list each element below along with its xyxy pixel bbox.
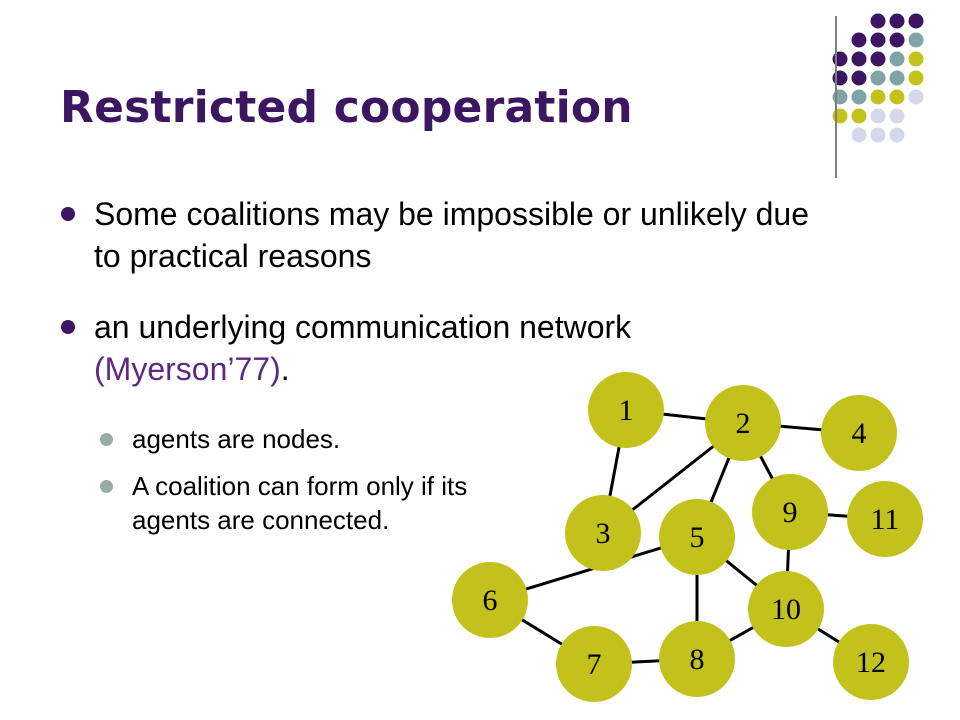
bullet-text: Some coalitions may be impossible or unl… <box>94 196 810 274</box>
node-circle <box>748 571 824 647</box>
node-circle <box>588 372 664 448</box>
node-label: 10 <box>771 593 801 626</box>
node-1: 1 <box>588 372 664 448</box>
node-label: 1 <box>619 394 634 427</box>
bullet-communication-network: an underlying communication network (Mye… <box>61 306 834 390</box>
node-5: 5 <box>659 499 735 575</box>
node-label: 5 <box>690 521 705 554</box>
node-label: 11 <box>871 503 900 536</box>
citation-myerson: (Myerson’77) <box>94 351 281 387</box>
node-circle <box>659 621 735 697</box>
slide-title: Restricted cooperation <box>60 82 633 133</box>
node-4: 4 <box>821 395 897 471</box>
node-11: 11 <box>847 481 923 557</box>
sub-bullet-text: A coalition can form only if its agents … <box>132 471 468 535</box>
sub-bullet-dot-icon <box>100 480 113 493</box>
bullet-text-end: . <box>280 351 290 387</box>
node-label: 6 <box>483 584 498 617</box>
node-circle <box>452 562 528 638</box>
node-label: 2 <box>736 407 751 440</box>
node-9: 9 <box>752 474 828 550</box>
node-label: 3 <box>596 517 611 550</box>
sub-bullet-agents-nodes: agents are nodes. <box>100 422 462 456</box>
node-2: 2 <box>705 385 781 461</box>
node-circle <box>659 499 735 575</box>
node-circle <box>752 474 828 550</box>
node-7: 7 <box>556 626 632 702</box>
node-10: 10 <box>748 571 824 647</box>
node-label: 12 <box>856 646 886 679</box>
sub-bullet-coalition-connected: A coalition can form only if its agents … <box>100 469 477 537</box>
node-circle <box>705 385 781 461</box>
node-8: 8 <box>659 621 735 697</box>
bullet-coalitions-impossible: Some coalitions may be impossible or unl… <box>61 193 814 277</box>
bullet-text: an underlying communication network <box>94 309 632 345</box>
node-12: 12 <box>833 624 909 700</box>
node-label: 9 <box>783 496 798 529</box>
node-circle <box>821 395 897 471</box>
node-6: 6 <box>452 562 528 638</box>
node-circle <box>833 624 909 700</box>
node-label: 4 <box>852 417 867 450</box>
bullet-dot-icon <box>61 207 75 221</box>
node-label: 8 <box>690 643 705 676</box>
node-circle <box>565 495 641 571</box>
node-3: 3 <box>565 495 641 571</box>
decorative-divider-line <box>835 16 837 178</box>
sub-bullet-dot-icon <box>100 433 113 446</box>
node-label: 7 <box>587 648 602 681</box>
sub-bullet-text: agents are nodes. <box>132 424 341 454</box>
node-circle <box>847 481 923 557</box>
node-circle <box>556 626 632 702</box>
bullet-dot-icon <box>61 320 75 334</box>
